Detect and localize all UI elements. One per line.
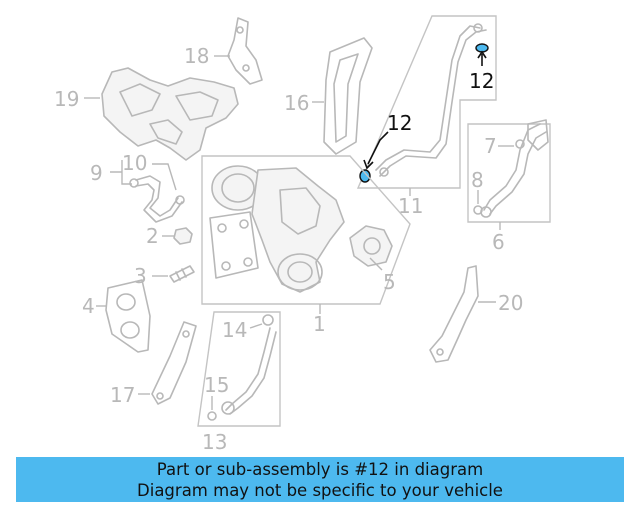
callout-4: 4: [82, 294, 95, 318]
leader-9-10: [110, 160, 177, 191]
callout-18: 18: [184, 44, 209, 68]
part-8-seal: [473, 205, 483, 215]
part-14-seal: [262, 314, 274, 326]
callout-2: 2: [146, 224, 159, 248]
callout-16: 16: [284, 91, 309, 115]
callout-14: 14: [222, 318, 247, 342]
callout-13: 13: [202, 430, 227, 454]
part-16-heat-shield: [323, 37, 373, 155]
callout-9: 9: [90, 161, 103, 185]
part-13-return-pipe: [221, 327, 277, 415]
part-15-seal: [207, 411, 217, 421]
box-part-1: [201, 155, 411, 305]
box-part-11: [356, 15, 497, 189]
leader-14: [249, 323, 263, 329]
callout-1: 1: [313, 312, 326, 336]
part-3-stud: [169, 265, 195, 283]
leader-5: [369, 257, 383, 271]
info-banner: Part or sub-assembly is #12 in diagram D…: [16, 457, 624, 502]
part-12-seal-lower: [359, 169, 371, 183]
part-4-gasket: [105, 279, 151, 353]
box-part-6: [467, 123, 551, 223]
callout-5: 5: [383, 270, 396, 294]
callout-15: 15: [204, 373, 229, 397]
callout-7: 7: [484, 134, 497, 158]
part-7-seal: [515, 139, 525, 149]
part-1-turbocharger: [209, 165, 345, 293]
part-20-bracket: [429, 265, 479, 363]
banner-line-2: Diagram may not be specific to your vehi…: [137, 480, 503, 500]
callout-10: 10: [122, 151, 147, 175]
leader-12-lower: [367, 131, 389, 165]
callout-6: 6: [492, 230, 505, 254]
parts-diagram: 18 19 16 11 12 12 7 8: [54, 15, 551, 454]
part-11-oil-line: [375, 23, 487, 177]
callout-12-lower: 12: [387, 111, 412, 135]
callout-11: 11: [398, 194, 423, 218]
part-5-actuator: [349, 225, 393, 267]
callout-17: 17: [110, 383, 135, 407]
box-part-13: [197, 311, 281, 427]
callout-3: 3: [134, 264, 147, 288]
callout-8: 8: [471, 168, 484, 192]
callout-12-upper: 12: [469, 69, 494, 93]
part-18-bracket: [227, 17, 263, 85]
part-9-pipe: [129, 175, 185, 223]
part-2-nut: [173, 227, 193, 245]
callout-20: 20: [498, 291, 523, 315]
banner-line-1: Part or sub-assembly is #12 in diagram: [156, 459, 484, 479]
callout-19: 19: [54, 87, 79, 111]
part-19-manifold: [101, 67, 239, 161]
part-17-bracket: [151, 321, 197, 405]
